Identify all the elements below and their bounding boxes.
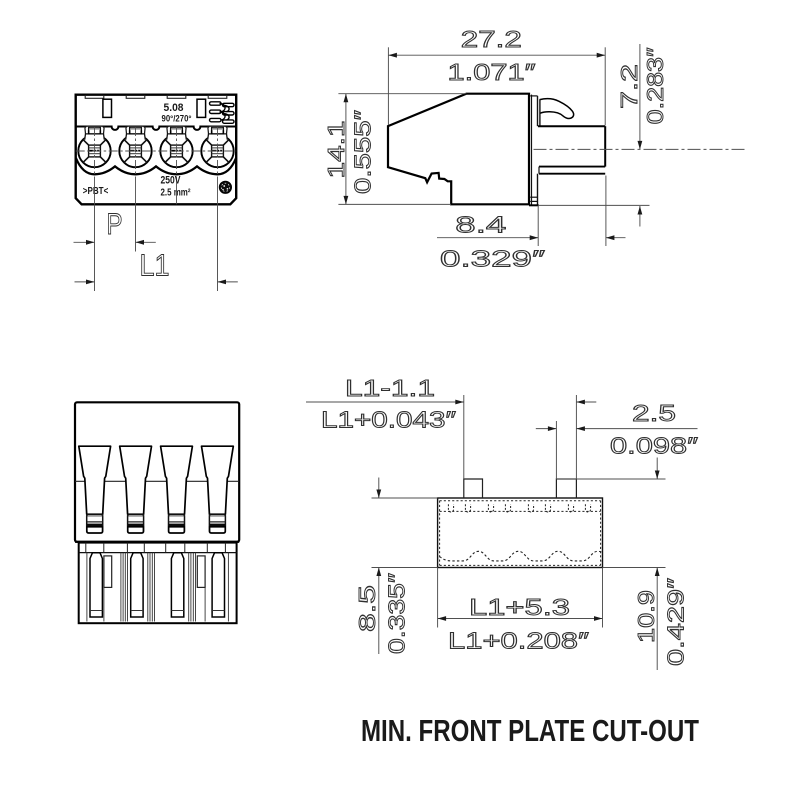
svg-text:250V: 250V	[161, 174, 182, 186]
svg-text:L1+5.3: L1+5.3	[469, 594, 570, 620]
svg-text:8.4: 8.4	[455, 212, 506, 238]
svg-text:10.9: 10.9	[633, 590, 659, 643]
svg-text:2.5: 2.5	[632, 400, 676, 426]
svg-text:L1+0.208″: L1+0.208″	[448, 627, 589, 653]
svg-text:2.5 mm²: 2.5 mm²	[161, 186, 191, 198]
svg-text:14.1: 14.1	[323, 121, 349, 179]
svg-text:L1: L1	[140, 248, 170, 283]
svg-text:8.5: 8.5	[354, 585, 380, 632]
svg-text:0.429″: 0.429″	[663, 578, 689, 666]
svg-text:0.335″: 0.335″	[384, 573, 410, 654]
svg-text:>PBT<: >PBT<	[83, 186, 109, 197]
svg-text:1.071″: 1.071″	[448, 59, 536, 85]
svg-text:L1+0.043″: L1+0.043″	[321, 407, 456, 433]
svg-text:0.329″: 0.329″	[440, 245, 545, 271]
svg-text:0.283″: 0.283″	[642, 47, 668, 124]
svg-text:7.2: 7.2	[616, 64, 642, 109]
svg-text:P: P	[107, 208, 123, 241]
svg-text:5.08: 5.08	[164, 102, 184, 114]
svg-text:90°/270°: 90°/270°	[162, 113, 192, 124]
svg-text:0.555″: 0.555″	[350, 110, 376, 194]
svg-text:0.098″: 0.098″	[610, 432, 698, 458]
svg-text:27.2: 27.2	[461, 26, 522, 52]
svg-text:L1-1.1: L1-1.1	[345, 375, 435, 401]
svg-text:MIN. FRONT PLATE CUT-OUT: MIN. FRONT PLATE CUT-OUT	[361, 713, 699, 748]
